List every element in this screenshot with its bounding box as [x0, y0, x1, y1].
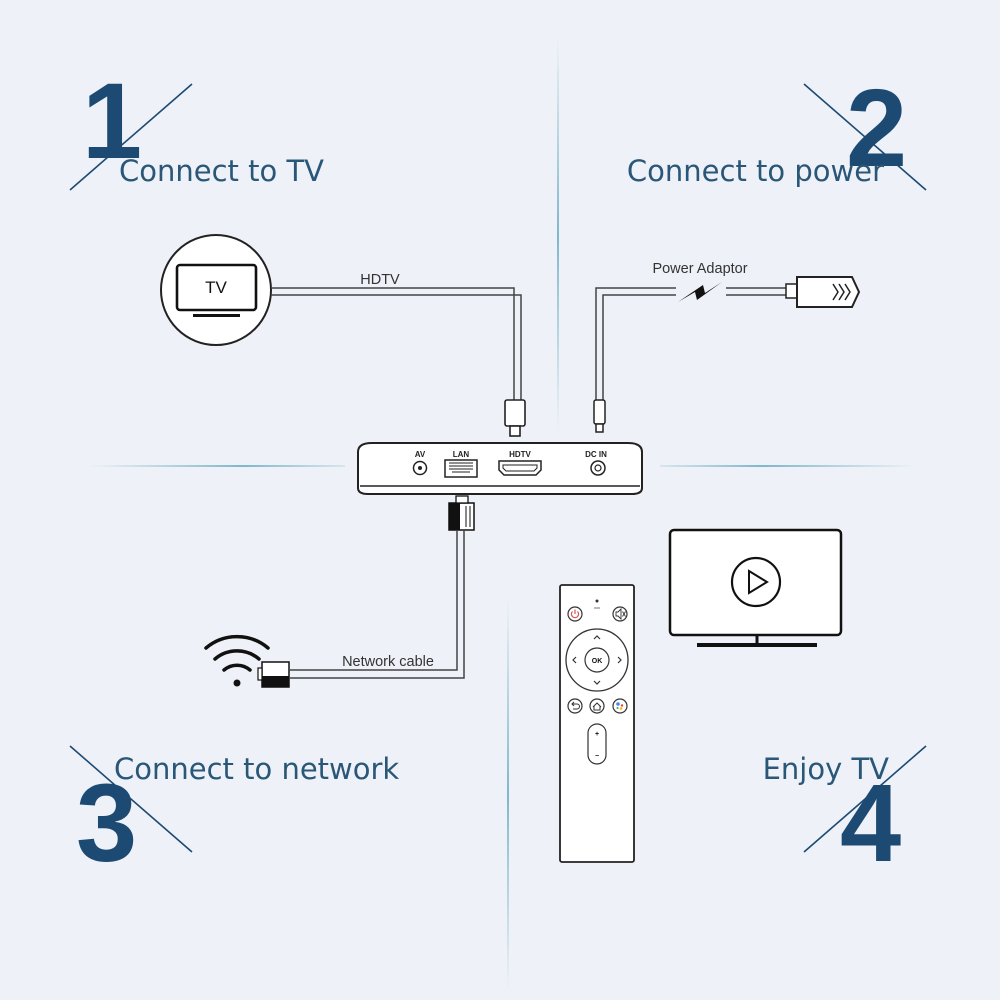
- port-label-hdtv: HDTV: [509, 450, 531, 459]
- set-top-box: AV LAN HDTV DC IN: [357, 442, 643, 495]
- dpad-up-icon: [593, 635, 601, 640]
- tv-monitor-stand: [697, 643, 817, 647]
- volume-up-label: +: [595, 731, 599, 738]
- ok-label: OK: [592, 658, 603, 665]
- step-title-4: Enjoy TV: [763, 752, 890, 786]
- remote-indicator-mic: [594, 607, 600, 609]
- power-cable: [595, 287, 797, 400]
- remote-assistant-button: [612, 698, 628, 714]
- home-icon: [592, 702, 602, 711]
- tv-circle: TV: [160, 234, 272, 346]
- volume-down-label: −: [595, 753, 599, 760]
- hdmi-plug: [504, 399, 526, 437]
- power-adapter-plug: [785, 276, 861, 308]
- dc-in-port: [590, 460, 606, 476]
- horizontal-divider-left: [90, 465, 345, 467]
- lan-port: [444, 459, 478, 478]
- rj45-plug-top: [448, 495, 475, 531]
- step-slash-3: [69, 745, 193, 853]
- horizontal-divider-right: [660, 465, 915, 467]
- power-adaptor-label: Power Adaptor: [652, 261, 747, 277]
- network-cable-label: Network cable: [342, 654, 434, 670]
- step-title-3: Connect to network: [114, 752, 399, 786]
- step-slash-1: [69, 83, 193, 191]
- tv-label: TV: [205, 278, 227, 297]
- dpad-right-icon: [617, 656, 622, 664]
- dpad-down-icon: [593, 680, 601, 685]
- remote-dpad: OK: [565, 628, 629, 692]
- remote-back-button: [567, 698, 583, 714]
- step-number-3: 3: [76, 762, 137, 885]
- port-label-av: AV: [415, 450, 426, 459]
- step-title-2: Connect to power: [627, 154, 884, 188]
- hdtv-cable: [271, 287, 522, 400]
- assistant-icon: [616, 702, 624, 710]
- network-cable: [290, 530, 465, 679]
- lightning-icon: [678, 282, 722, 302]
- back-icon: [571, 701, 580, 710]
- play-icon: [748, 569, 769, 595]
- remote-power-button: [567, 606, 583, 622]
- wifi-icon: [204, 634, 270, 687]
- vertical-divider-bottom: [507, 600, 509, 990]
- step-3: 3 Connect to network: [69, 745, 399, 885]
- step-4: 4 Enjoy TV: [763, 745, 927, 885]
- port-label-dc-in: DC IN: [585, 450, 607, 459]
- port-label-lan: LAN: [453, 450, 470, 459]
- mute-icon: [615, 607, 626, 621]
- remote-control: OK + −: [559, 584, 635, 863]
- power-icon: [570, 609, 580, 619]
- step-slash-2: [803, 83, 927, 191]
- hdmi-port: [498, 460, 542, 476]
- step-number-1: 1: [82, 60, 142, 181]
- remote-home-button: [589, 698, 605, 714]
- tv-monitor: [668, 528, 843, 647]
- tv-stand: [193, 314, 240, 317]
- step-number-4: 4: [840, 762, 901, 885]
- remote-indicator-light: [595, 599, 599, 603]
- hdtv-cable-label: HDTV: [360, 272, 400, 288]
- dpad-left-icon: [572, 656, 577, 664]
- step-1: 1 Connect to TV: [69, 60, 324, 191]
- tv-icon: [175, 263, 258, 312]
- step-slash-4: [803, 745, 927, 853]
- remote-ok-button: [584, 647, 610, 673]
- remote-mute-button: [612, 606, 628, 622]
- dc-plug: [593, 399, 606, 433]
- step-title-1: Connect to TV: [119, 154, 324, 188]
- vertical-divider-top: [557, 40, 559, 430]
- rj45-plug-left: [257, 661, 290, 688]
- step-2: 2 Connect to power: [627, 67, 927, 191]
- remote-volume-rocker: + −: [587, 723, 607, 765]
